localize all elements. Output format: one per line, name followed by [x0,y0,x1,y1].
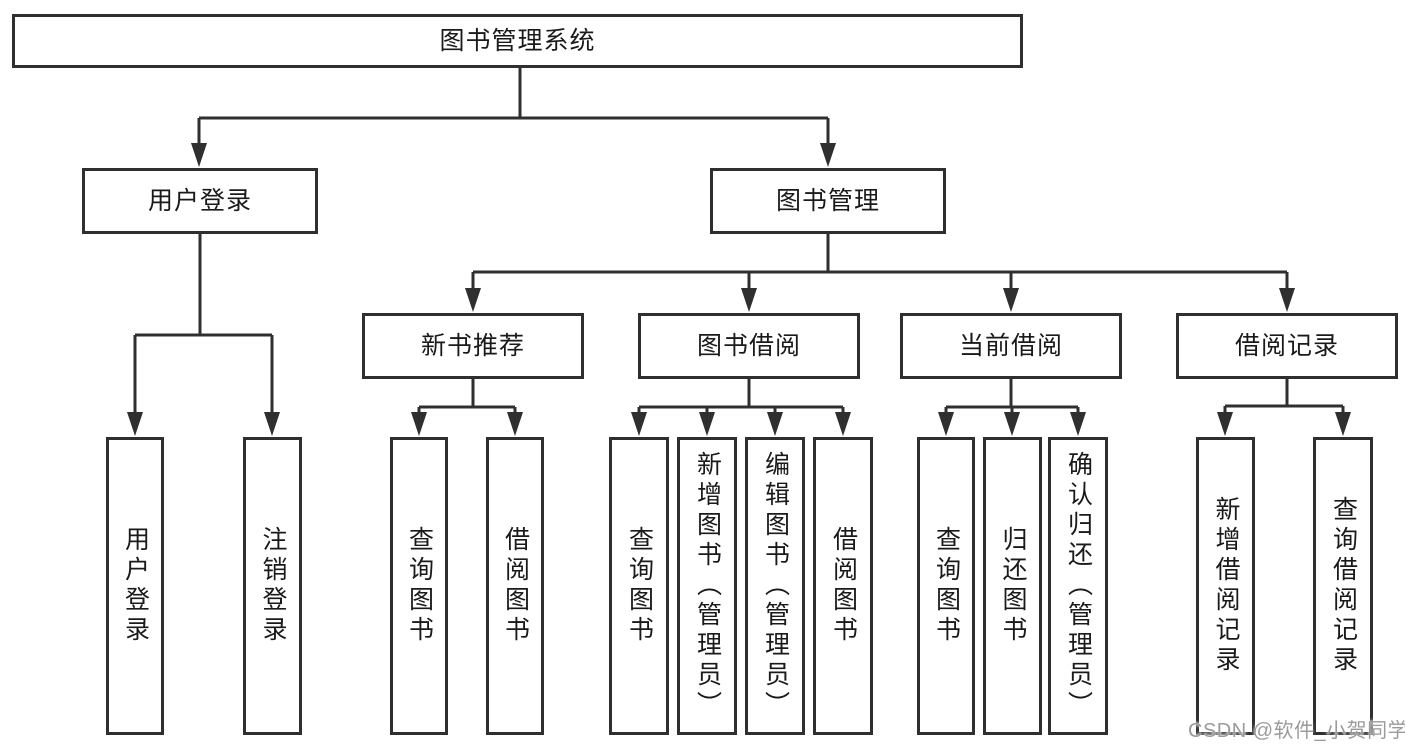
leaf-query-books-recommend: 查询图书 [390,437,448,735]
node-library-system: 图书管理系统 [12,14,1023,68]
leaf-add-books-admin: 新增图书（管理员） [677,437,737,735]
connector-paths [133,68,1345,414]
leaf-user-login: 用户登录 [106,437,164,735]
node-label: 用户登录 [147,186,252,215]
leaf-borrow-books-recommend: 借阅图书 [486,437,544,735]
node-label: 查询借阅记录 [1329,496,1358,676]
leaf-logout: 注销登录 [243,437,302,735]
node-label: 借阅图书 [501,526,530,646]
csdn-watermark: CSDN @软件_小贺同学 [1188,720,1405,742]
node-new-book-recommend: 新书推荐 [362,313,584,379]
leaf-return-books: 归还图书 [983,437,1042,735]
node-borrow-records: 借阅记录 [1176,313,1398,379]
node-label: 编辑图书（管理员） [761,451,790,721]
node-label: 图书管理 [775,186,880,215]
node-label: 确认归还（管理员） [1064,451,1093,721]
node-label: 查询图书 [625,526,654,646]
leaf-add-borrow-record: 新增借阅记录 [1196,437,1255,735]
node-label: 注销登录 [259,526,287,646]
node-label: 借阅图书 [829,526,858,646]
node-label: 新增图书（管理员） [693,451,722,721]
node-label: 新书推荐 [420,331,525,360]
node-book-management: 图书管理 [710,168,946,234]
node-book-borrowing: 图书借阅 [638,313,860,379]
leaf-confirm-return-admin: 确认归还（管理员） [1048,437,1108,735]
arrow-down-icons [127,143,1351,436]
node-user-login: 用户登录 [82,168,318,234]
node-label: 图书借阅 [696,331,801,360]
leaf-borrow-books: 借阅图书 [813,437,873,735]
node-label: 用户登录 [121,526,150,646]
node-label: 新增借阅记录 [1212,496,1240,676]
node-label: 借阅记录 [1234,331,1339,360]
node-label: 查询图书 [932,526,961,646]
node-label: 当前借阅 [958,331,1063,360]
leaf-edit-books-admin: 编辑图书（管理员） [745,437,805,735]
node-current-borrowing: 当前借阅 [900,313,1122,379]
leaf-query-borrow-record: 查询借阅记录 [1313,437,1373,735]
leaf-query-books-borrowing: 查询图书 [609,437,669,735]
node-label: 图书管理系统 [439,26,596,55]
leaf-query-books-current: 查询图书 [917,437,975,735]
node-label: 归还图书 [999,526,1027,646]
node-label: 查询图书 [405,526,434,646]
